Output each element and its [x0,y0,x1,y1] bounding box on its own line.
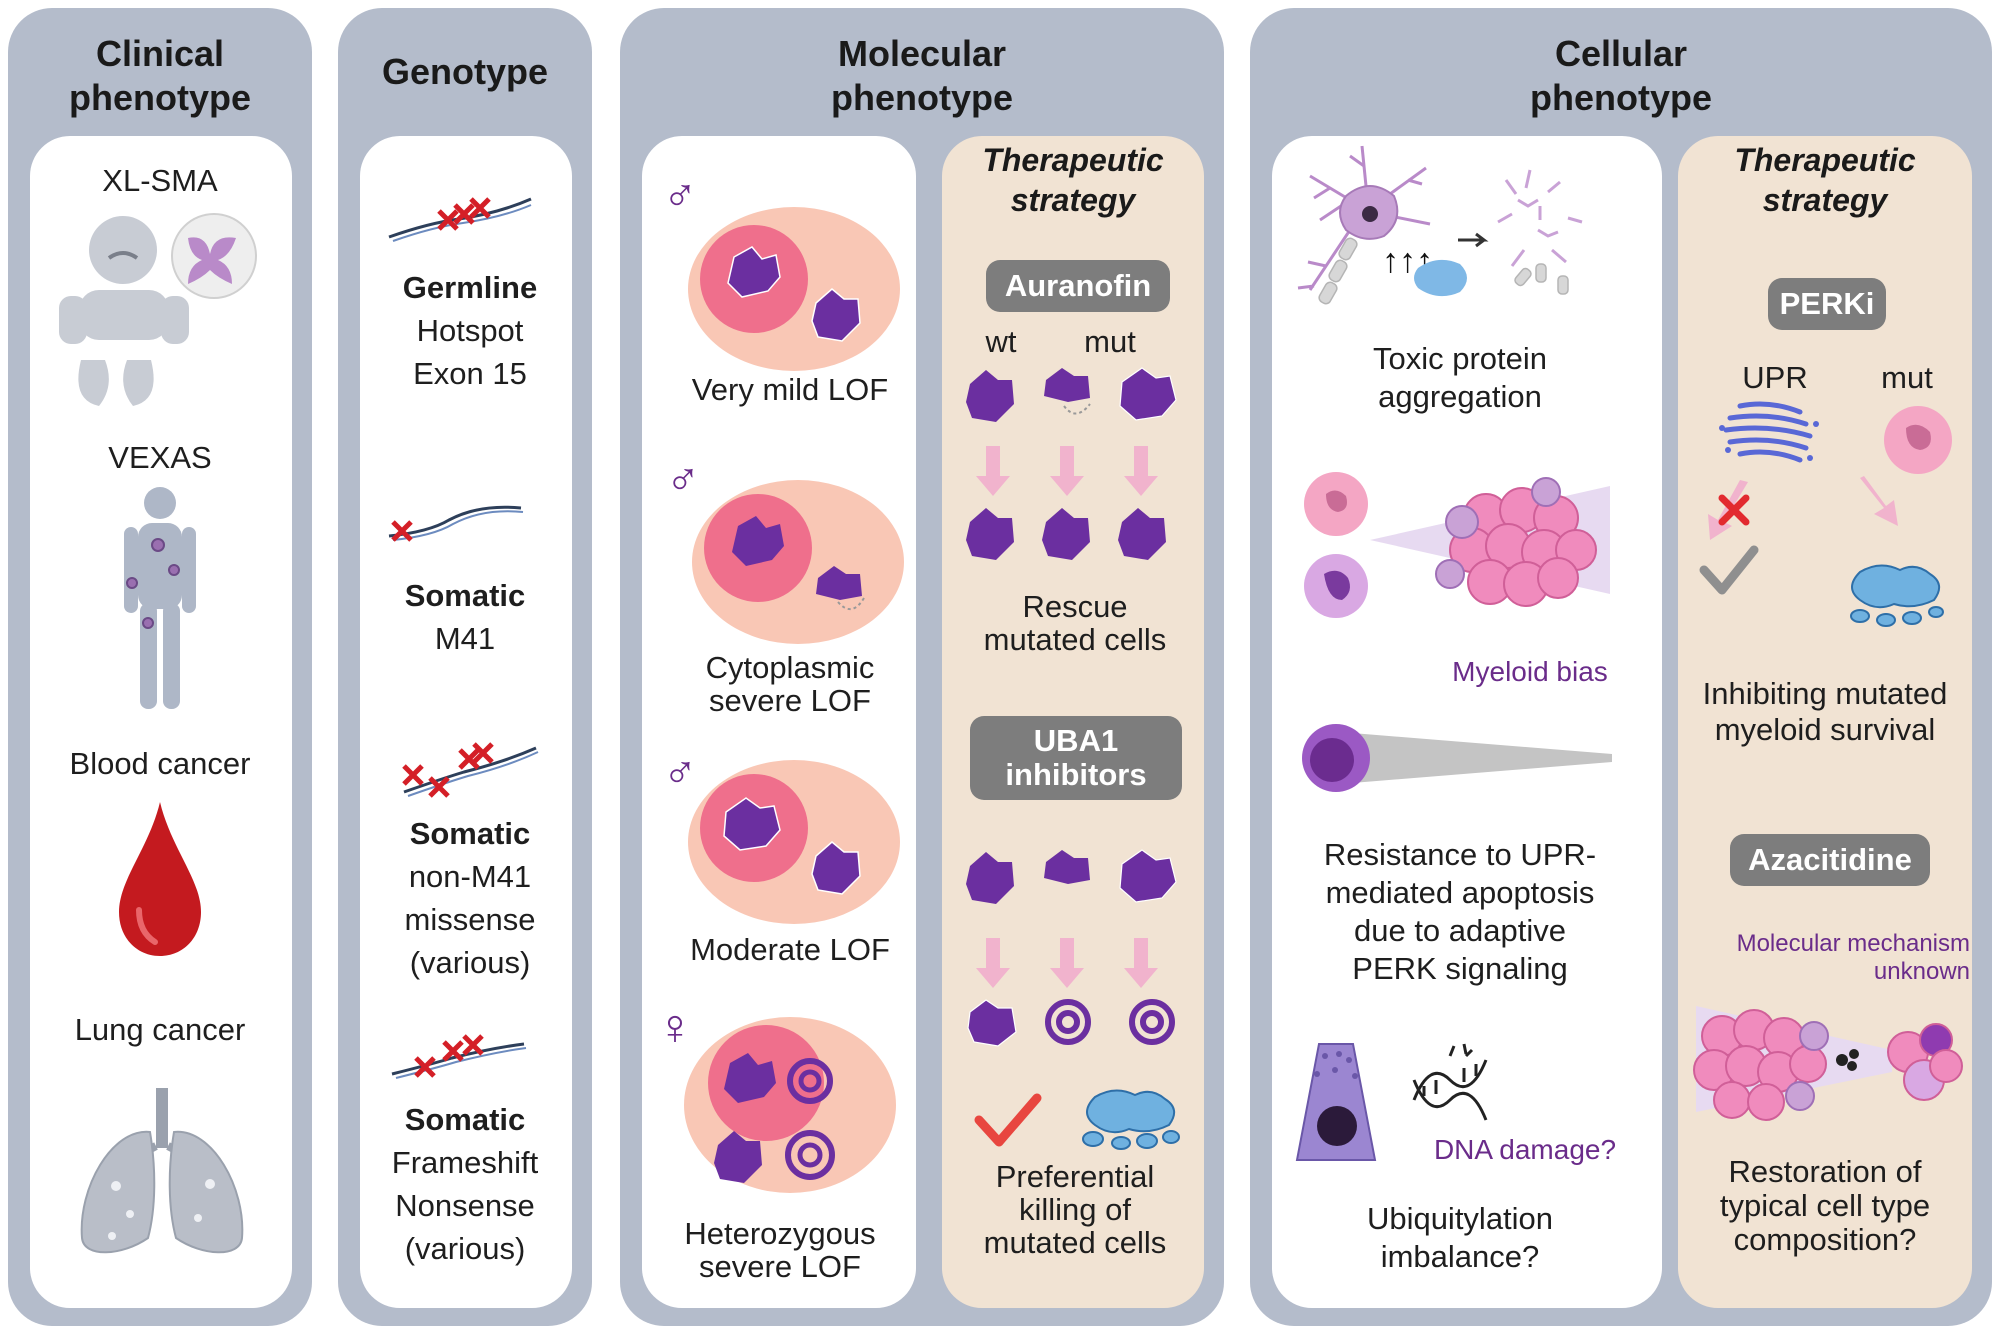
result-preferential-killing: Preferential killing of mutated cells [983,1159,1167,1260]
molecular-strategy-title: Therapeutic strategy [982,142,1164,218]
column-title-genotype: Genotype [381,51,549,92]
uba1-killing-graphic [966,849,1177,1047]
mutation-cross-icon [414,1034,484,1078]
molecular-label-heterozygous-lof: Heterozygous severe LOF [684,1216,876,1284]
molecular-label-moderate-lof: Moderate LOF [690,932,890,967]
auranofin-rescue-graphic [966,367,1177,560]
human-body-icon [124,487,196,709]
column-title-molecular: Molecular phenotype [830,33,1013,118]
arrow-down-icon [1124,938,1158,988]
resistant-cell-icon [1302,724,1612,792]
cell-icon [688,207,900,371]
genotype-somatic-missense: Somatic non-M41 missense (various) [404,816,536,980]
label-mut: mut [1084,324,1136,359]
drug-tag-perki: PERKi [1768,278,1886,330]
female-symbol-icon: ♀ [656,999,694,1055]
dna-strand-icon [388,505,524,542]
genotype-somatic-frameshift: Somatic Frameshift Nonsense (various) [391,1102,539,1266]
arrow-down-icon [976,938,1010,988]
result-inhibiting-survival: Inhibiting mutated myeloid survival [1702,676,1948,747]
cellular-label-ubiquitylation: Ubiquitylation imbalance? [1366,1201,1554,1274]
cell-cluster-icon [1304,472,1610,618]
label-mut-cellular: mut [1881,360,1933,395]
protein-icon [966,508,1014,560]
protein-icon [967,999,1017,1047]
male-symbol-icon: ♂ [662,744,698,796]
er-stress-icon [1723,401,1813,463]
protein-icon [1118,508,1166,560]
column-title-cellular: Cellular phenotype [1529,33,1712,118]
protein-icon [1119,367,1177,421]
myeloid-cell-icon [1850,564,1944,627]
protein-icon [727,246,781,298]
arrow-down-icon [976,446,1010,496]
male-symbol-icon: ♂ [662,167,698,219]
protein-icon [966,852,1014,904]
cellular-label-upr-resistance: Resistance to UPR- mediated apoptosis du… [1323,837,1597,986]
myeloid-cell-icon [1082,1089,1180,1150]
genotype-panel [360,136,572,1308]
mutation-cross-icon [402,742,494,798]
column-title-clinical: Clinical phenotype [68,33,251,118]
cell-icon [692,480,904,644]
protein-icon [816,566,862,600]
cell-icon [688,760,900,924]
cellular-strategy-title: Therapeutic strategy [1734,142,1916,218]
protein-icon [1044,368,1090,402]
spinal-cord-icon [171,213,257,299]
lungs-icon [80,1088,244,1254]
arrow-down-icon [1124,446,1158,496]
cellular-label-dna-damage: DNA damage? [1433,1134,1617,1165]
dna-strand-icon [391,1034,527,1079]
protein-icon [1042,508,1090,560]
clinical-label-blood-cancer: Blood cancer [69,746,251,781]
drug-tag-azacitidine: Azacitidine [1730,834,1930,886]
azacitidine-graphic [1693,1006,1963,1121]
molecular-label-very-mild-lof: Very mild LOF [691,372,889,407]
protein-icon [732,516,784,566]
perki-graphic [1699,401,1952,627]
male-symbol-icon: ♂ [665,451,701,503]
column-genotype: Genotype [338,8,592,1326]
protein-icon [966,370,1014,422]
baby-icon [59,216,189,406]
label-upr: UPR [1742,360,1808,395]
mutation-cross-icon [437,197,491,231]
protein-icon [1119,849,1177,903]
genotype-germline: Germline Hotspot Exon 15 [402,270,538,391]
protein-icon [811,288,861,342]
protein-icon [724,1053,776,1103]
epithelial-cell-icon [1295,1043,1377,1161]
protein-icon [811,841,861,895]
dna-damage-icon [1412,1043,1488,1121]
arrow-down-icon [1050,938,1084,988]
genotype-somatic-m41: Somatic M41 [404,578,526,656]
clinical-label-vexas: VEXAS [108,440,212,475]
blood-drop-icon [119,802,201,956]
protein-icon [1044,850,1090,884]
result-rescue-mutated-cells: Rescue mutated cells [983,589,1167,657]
clinical-label-lung-cancer: Lung cancer [74,1012,246,1047]
neuron-icon: ↑↑↑ [1297,145,1583,305]
protein-icon [714,1131,762,1183]
clinical-label-xl-sma: XL-SMA [102,163,218,198]
result-restoration: Restoration of typical cell type composi… [1719,1154,1931,1257]
label-wt: wt [985,324,1017,359]
mutation-cross-icon [391,520,413,542]
dna-strand-icon [388,197,532,242]
protein-icon [723,797,781,851]
check-icon [974,1093,1042,1147]
check-icon [1699,545,1759,595]
drug-tag-uba1-inhibitors: UBA1 inhibitors [970,716,1182,800]
dna-strand-icon [402,742,539,798]
cell-icon [684,1017,896,1193]
molecular-label-cytoplasmic-lof: Cytoplasmic severe LOF [705,650,875,718]
drug-tag-auranofin: Auranofin [986,260,1170,312]
cellular-label-toxic-aggregation: Toxic protein aggregation [1372,341,1548,414]
arrow-down-icon [1050,446,1084,496]
cellular-label-myeloid-bias: Myeloid bias [1452,656,1608,687]
azacitidine-mechanism-note: Molecular mechanism unknown [1736,930,1970,985]
